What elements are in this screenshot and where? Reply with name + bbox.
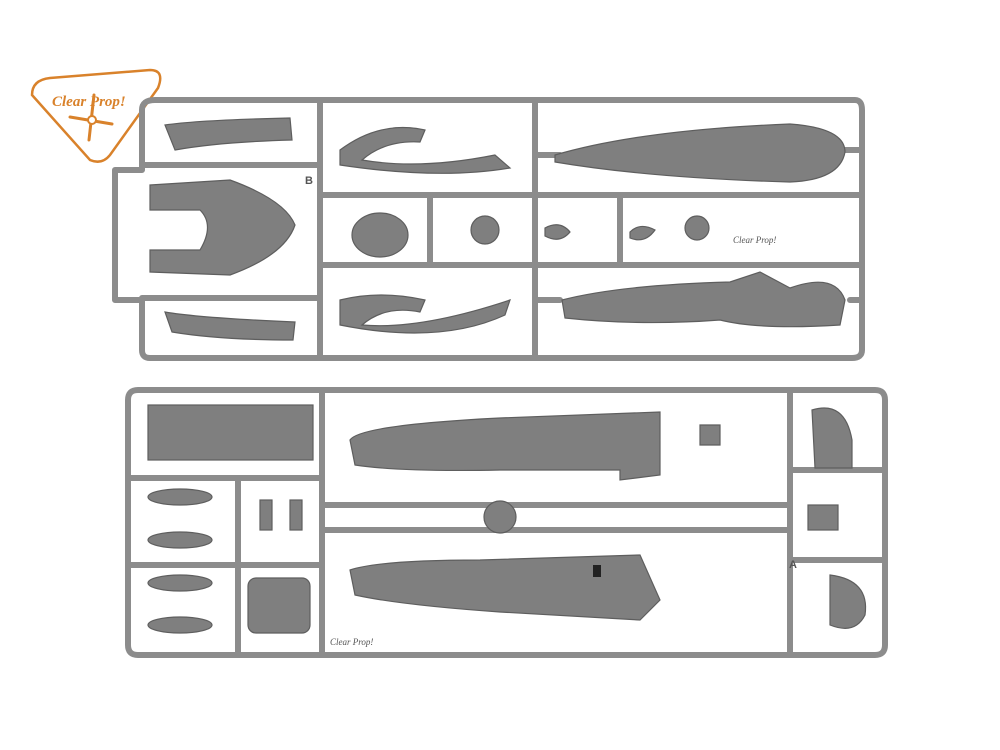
sprue-b: B Clear Prop!	[112, 97, 865, 361]
part-spinner	[629, 225, 656, 241]
part-turret	[811, 407, 853, 469]
clear-prop-logo: Clear Prop!	[30, 68, 162, 163]
part-small	[259, 499, 273, 531]
part-spinner	[544, 224, 571, 240]
part-nacelle	[339, 294, 511, 334]
part-wheel	[684, 215, 710, 241]
part-fuselage-half	[349, 411, 661, 481]
logo-text: Clear Prop!	[52, 94, 126, 110]
sprue-a: A Clear Prop!	[125, 387, 888, 658]
part-exhaust	[164, 311, 296, 341]
propeller-icon	[68, 93, 114, 142]
part-gun-mount	[807, 504, 839, 531]
part-hub	[483, 500, 517, 534]
part-small	[289, 499, 303, 531]
part-turret	[829, 574, 867, 629]
molded-text: Clear Prop!	[733, 235, 776, 245]
part-wheel	[470, 215, 500, 245]
part-nacelle	[339, 126, 512, 174]
part-bombs	[147, 488, 213, 634]
part-exhaust	[164, 117, 293, 151]
sprue-letter-a: A	[789, 559, 797, 571]
part-fuselage-half	[561, 271, 846, 328]
part-fuselage-half	[349, 554, 661, 621]
sprue-letter-b: B	[305, 175, 313, 187]
molded-text: Clear Prop!	[330, 637, 373, 647]
part-tab	[699, 424, 721, 446]
part-floor	[147, 404, 314, 461]
part-seat	[247, 577, 311, 634]
part-cowling	[149, 179, 296, 276]
part-window	[593, 565, 601, 577]
part-panel	[351, 212, 409, 258]
part-fuselage-half	[554, 123, 846, 183]
